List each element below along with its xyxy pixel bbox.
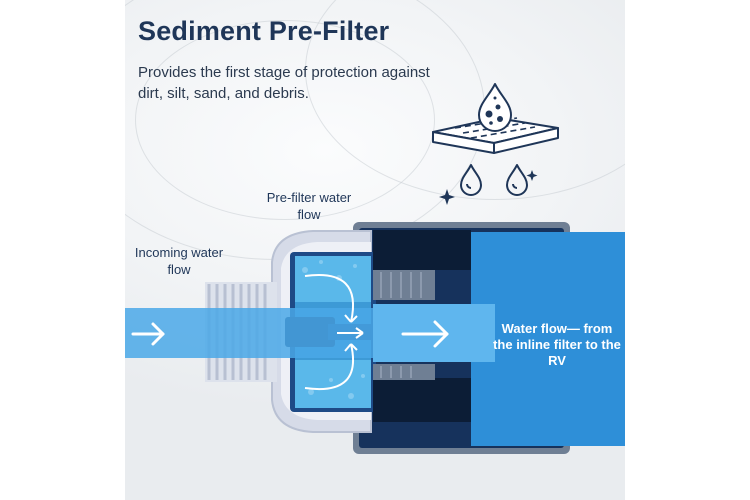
- filter-cutaway-diagram: [125, 83, 625, 454]
- page-title: Sediment Pre-Filter: [138, 16, 390, 46]
- outgoing-flow-label: Water flow— from the inline filter to th…: [493, 321, 621, 368]
- infographic-panel: Sediment Pre-Filter Provides the first s…: [125, 0, 625, 500]
- filter-droplets-icon: [432, 83, 559, 205]
- arrow-right-icon: [131, 322, 165, 346]
- pre-filter-flow-arrows: [304, 274, 364, 390]
- pre-filter-label: Pre-filter water flow: [266, 190, 352, 222]
- left-margin: [0, 0, 125, 500]
- outlet-water-stream: [471, 232, 625, 446]
- incoming-water-stream: [125, 308, 375, 358]
- right-margin: [625, 0, 750, 500]
- incoming-flow-label: Incoming water flow: [134, 245, 224, 277]
- page-subtitle: Provides the first stage of protection a…: [138, 64, 430, 102]
- arrow-right-icon: [401, 320, 449, 348]
